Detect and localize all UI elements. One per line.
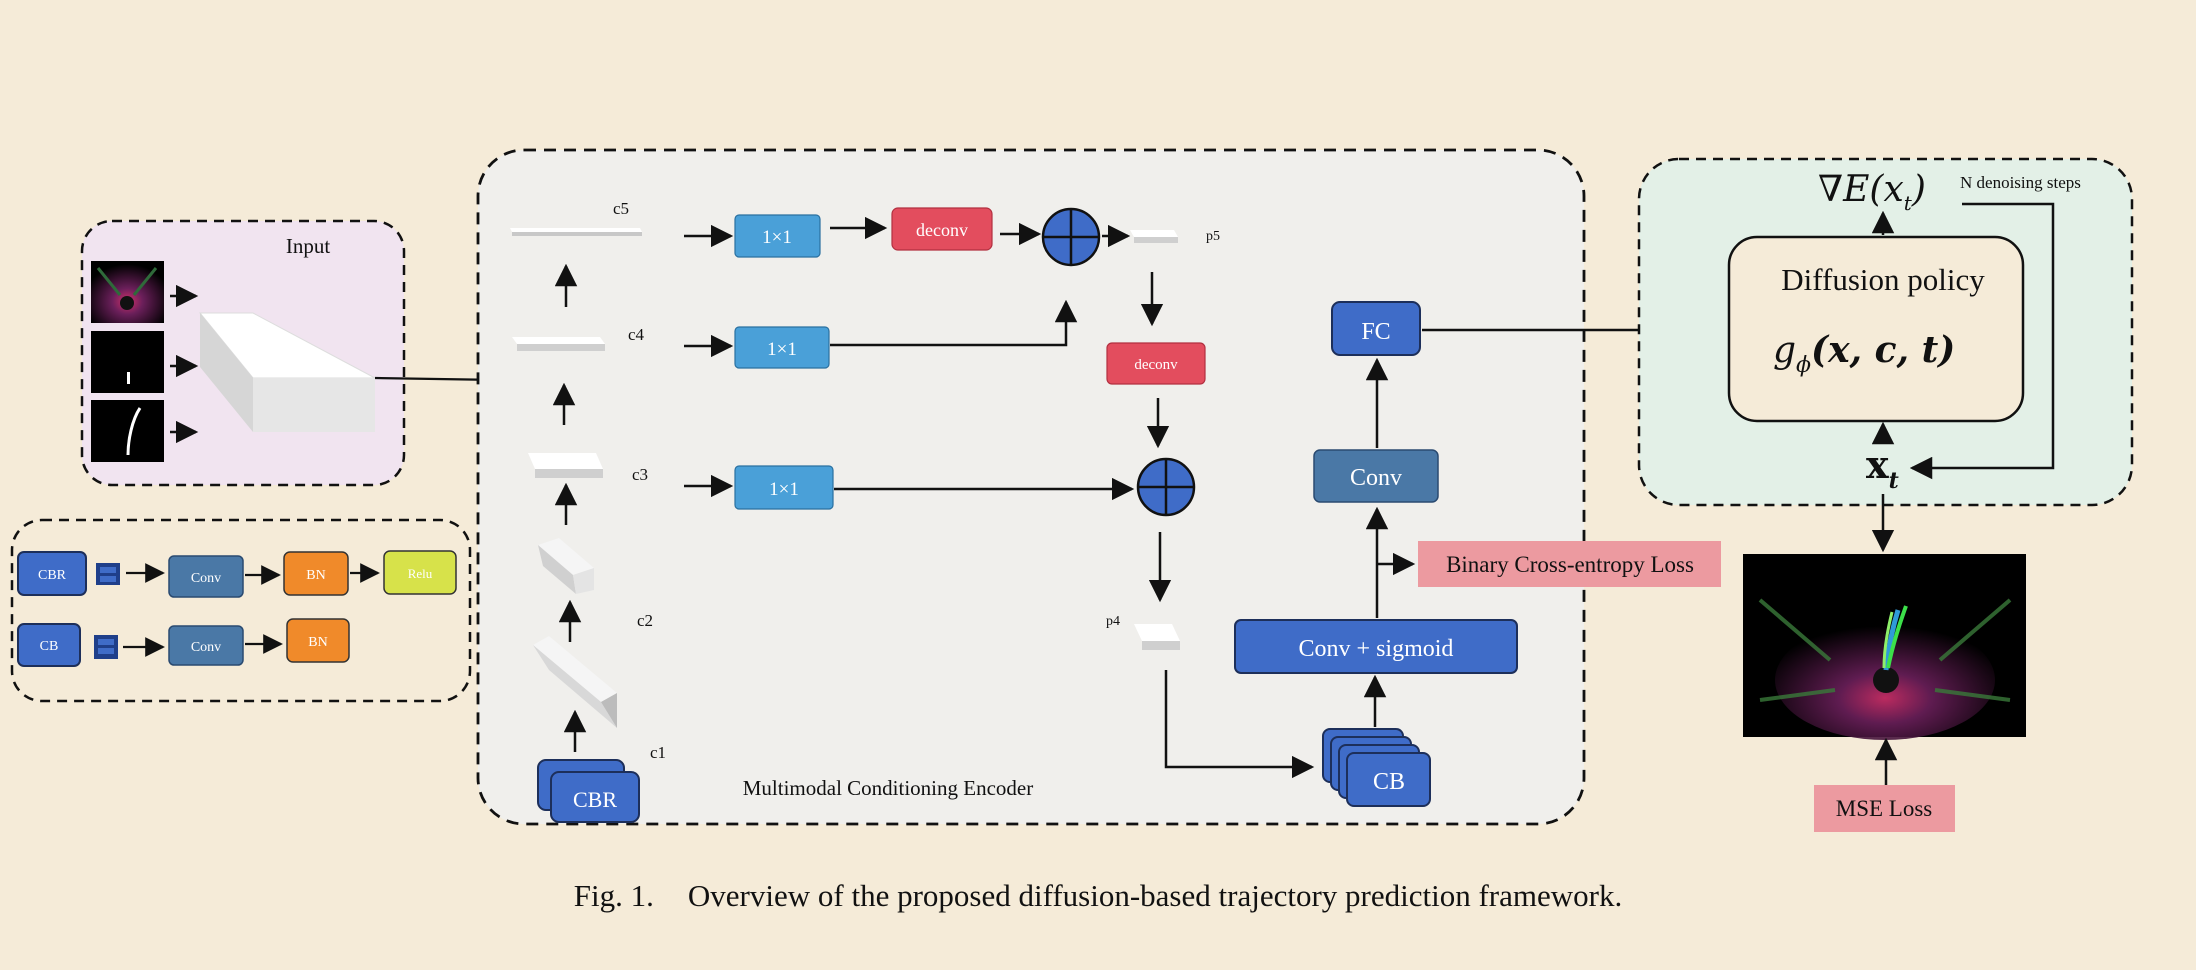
input-tensor-block [198,312,376,432]
deconv-2-label: deconv [1134,357,1178,373]
legend-bn-label: BN [306,568,325,583]
stage-c3-block [538,538,594,594]
lateral-1x1-c5 [734,214,821,258]
legend-cbr-label: CBR [38,568,67,583]
p4-slab [1134,624,1180,650]
trajectory-thumbnail [91,400,164,462]
cb-label: CB [1373,769,1405,795]
lateral-1x1-c5-label: 1×1 [762,227,792,248]
stage-label-c3: c3 [632,465,648,484]
xt-main: x [1866,442,1889,487]
bce-loss-box [1418,541,1721,587]
energy-close: ) [1911,169,1926,210]
legend-bn-block-2 [286,618,350,663]
energy-main: ∇E(x [1818,169,1904,210]
legend-conv-block-2 [168,625,244,666]
legend-relu-label: Relu [408,566,433,581]
xt-sub: t [1889,468,1899,494]
mse-loss-box [1814,785,1955,832]
output-lidar-image [1743,554,2026,740]
conv-sigmoid-label: Conv + sigmoid [1299,636,1454,662]
mask-thumbnail [91,331,164,393]
deconv-block-1 [891,207,993,251]
cbr-label: CBR [573,787,617,812]
legend-conv-label: Conv [191,571,221,586]
policy-formula: gϕ(x, c, t) [1773,329,1955,378]
formula-phi: ϕ [1796,353,1811,378]
p5-label: p5 [1206,229,1220,244]
lateral-1x1-c3-label: 1×1 [769,479,799,500]
deconv-block-2 [1106,342,1206,385]
legend-equals-icon [94,635,118,659]
arrow-c4-to-add [830,299,1078,347]
stage-c2-block [533,636,617,728]
arrow-p4-cb [1164,670,1315,779]
lateral-1x1-c4 [734,326,830,369]
legend-cbr-block [17,551,87,596]
legend-bn-block [283,551,349,596]
caption-text: Overview of the proposed diffusion-based… [687,878,1623,913]
legend-equals-icon [96,563,120,585]
stage-c3-slab [528,453,603,478]
mse-loss-label: MSE Loss [1836,796,1933,821]
xt-symbol: xt [1866,442,1899,494]
legend-cb-label: CB [40,639,59,654]
add-icon-mid [1136,457,1196,517]
legend-conv-label-2: Conv [191,640,221,655]
encoder-title: Multimodal Conditioning Encoder [743,776,1033,800]
p5-slab [1130,230,1178,243]
cbr-block [537,759,640,823]
fc-block [1331,301,1421,356]
lidar-thumbnail [91,261,164,323]
formula-g: g [1773,330,1796,371]
cb-stack [1322,728,1431,807]
figure-caption: Fig. 1. Overview of the proposed diffusio… [0,878,2196,914]
legend-relu-block [383,550,457,595]
lateral-1x1-c4-label: 1×1 [767,339,797,360]
stage-label-c5: c5 [613,199,629,218]
conv-block [1313,449,1439,503]
conv-label: Conv [1350,465,1402,491]
policy-title: Diffusion policy [1781,262,1985,297]
predicted-trajectory [1883,609,1901,671]
legend-conv-block [168,555,244,598]
policy-panel: Diffusion policy gϕ(x, c, t) ∇E(xt) N de… [1637,157,2134,507]
input-title: Input [286,234,330,258]
legend-bn-label-2: BN [308,635,327,650]
input-panel: Input [80,219,406,487]
denoise-steps-label: N denoising steps [1960,173,2081,192]
stage-label-c4: c4 [628,325,645,344]
legend-cb-block [17,623,81,667]
stage-label-c1: c1 [650,743,666,762]
formula-args: (x, c, t) [1811,329,1955,371]
energy-sub: t [1904,191,1913,215]
caption-fig-number: Fig. 1. [573,878,654,913]
stage-c5-slab [510,228,642,236]
stage-label-c2: c2 [637,611,653,630]
encoder-panel: Multimodal Conditioning Encoder CBR c1 c… [476,148,1586,826]
denoise-loop-arrow [1909,202,2055,480]
conv-sigmoid-block [1234,619,1518,674]
diffusion-policy-box [1727,235,2025,423]
legend-panel: CBR Conv BN Relu CB Conv BN [10,518,472,703]
deconv-1-label: deconv [916,220,968,240]
lateral-1x1-c3 [734,465,834,510]
energy-gradient: ∇E(xt) [1818,169,1926,215]
fc-label: FC [1361,319,1390,345]
bce-loss-label: Binary Cross-entropy Loss [1446,552,1694,577]
add-icon-top [1041,207,1101,267]
stage-c4-slab [512,337,605,351]
p4-label: p4 [1106,614,1120,629]
